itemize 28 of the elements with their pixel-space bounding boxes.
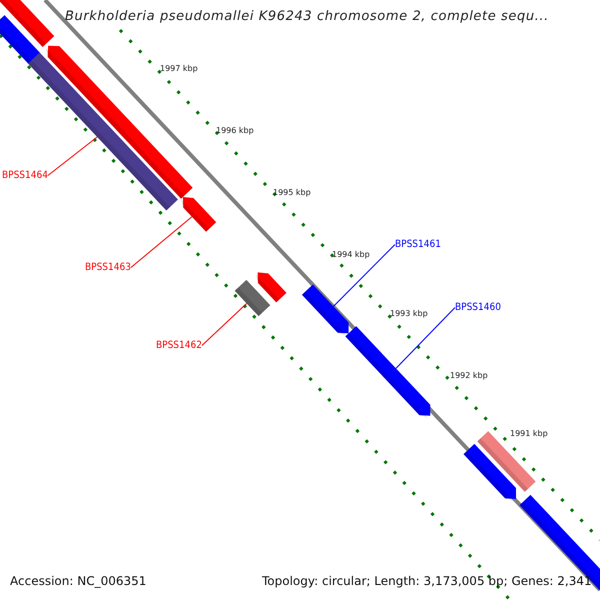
- gene-feature: [256, 272, 286, 302]
- gene-label: BPSS1464: [2, 170, 48, 181]
- tick-label: 1997 kbp: [160, 64, 198, 73]
- footer-text: Topology: circular; Length: 3,173,005 bp; Genes: 2,341: [262, 574, 592, 588]
- gene-feature: [464, 444, 516, 502]
- tick-label: 1995 kbp: [273, 188, 311, 197]
- gene-label: BPSS1460: [455, 302, 501, 313]
- gene-feature: [234, 280, 270, 316]
- gene-feature: [0, 15, 40, 64]
- leader-line: [47, 136, 98, 176]
- tick-label: 1994 kbp: [332, 250, 370, 259]
- tick-label: 1991 kbp: [510, 429, 548, 438]
- title: Burkholderia pseudomallei K96243 chromosome 2, complete sequ...: [65, 9, 549, 24]
- gene-feature: [302, 284, 349, 336]
- gene-label: BPSS1463: [85, 262, 131, 273]
- gene-feature: [345, 326, 430, 418]
- footer-text: Accession: NC_006351: [10, 574, 146, 588]
- tick-label: 1996 kbp: [216, 126, 254, 135]
- tick-label: 1993 kbp: [390, 309, 428, 318]
- leader-line: [201, 302, 248, 346]
- tick-label: 1992 kbp: [450, 371, 488, 380]
- gene-label: BPSS1462: [156, 340, 202, 351]
- leader-line: [332, 244, 396, 307]
- gene-feature: [0, 0, 54, 48]
- gene-label: BPSS1461: [395, 239, 441, 250]
- leader-line: [395, 307, 456, 369]
- gene-feature: [180, 196, 216, 232]
- leader-line: [130, 216, 192, 268]
